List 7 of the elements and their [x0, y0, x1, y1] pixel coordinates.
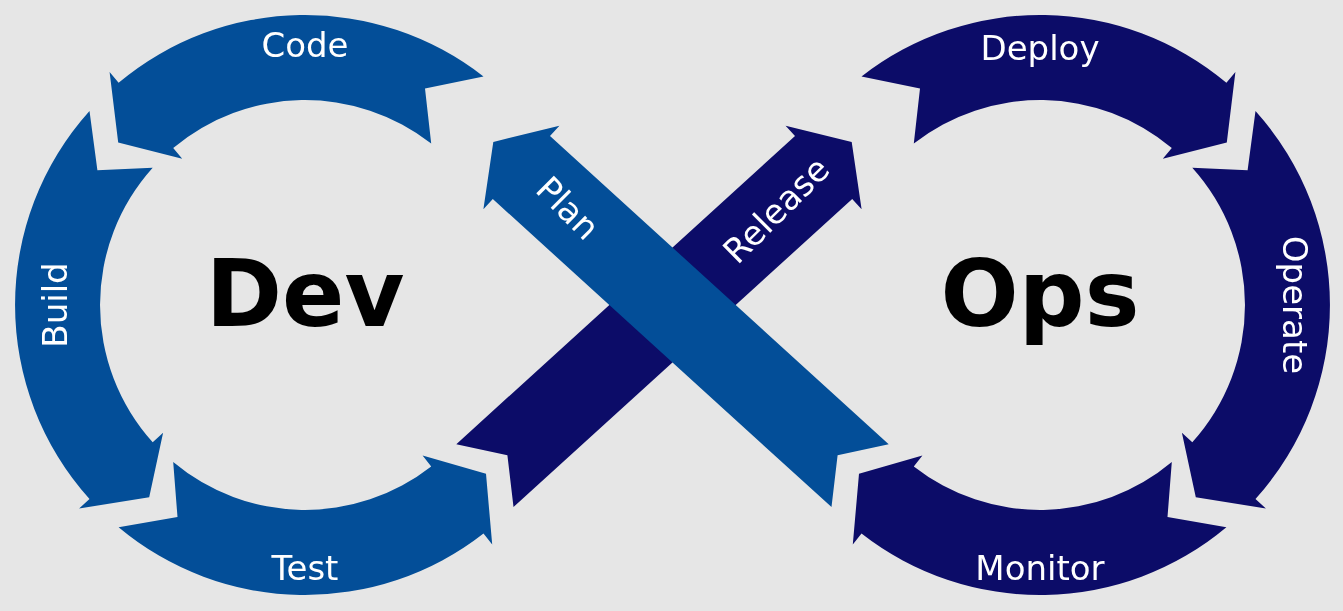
- stage-label: Test: [271, 551, 339, 585]
- loop-label: Dev: [205, 249, 405, 341]
- stage-label: Monitor: [975, 551, 1105, 585]
- stage-label: Code: [261, 28, 349, 62]
- stage-label: Deploy: [980, 31, 1100, 65]
- stage-label: Operate: [1278, 235, 1312, 375]
- stage-label: Build: [38, 262, 72, 348]
